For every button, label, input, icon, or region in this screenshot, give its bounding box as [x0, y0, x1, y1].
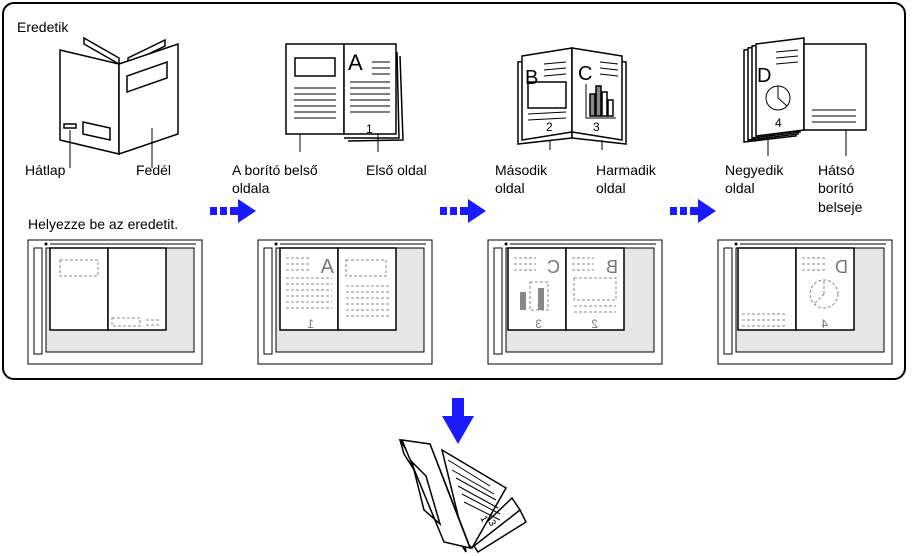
glass-number-3: 3: [535, 317, 542, 331]
first-page-label: Első oldal: [366, 162, 427, 178]
second-page-label-line1: Második: [495, 162, 548, 178]
page-letter-d: D: [757, 65, 771, 87]
glass-number-4: 4: [821, 317, 828, 331]
glass-number-1: 1: [307, 317, 314, 331]
booklet-spread-3-icon: [743, 37, 867, 156]
originals-label: Eredetik: [17, 19, 69, 35]
bar-chart-icon: [585, 84, 616, 119]
inside-front-cover-label-line2: oldala: [232, 180, 270, 196]
page-letter-b: B: [525, 67, 538, 89]
glass-letter-c: C: [547, 257, 560, 277]
back-cover-label: Hátlap: [25, 162, 66, 178]
booklet-number-1: 1: [477, 514, 490, 525]
inside-back-cover-label-line3: belseje: [818, 199, 863, 215]
glass-letter-a: A: [320, 256, 334, 278]
booklet-spread-1-icon: [285, 43, 404, 152]
steps-frame: [2, 2, 906, 380]
page-letter-a: A: [348, 50, 363, 75]
page-number-2: 2: [546, 120, 553, 134]
second-page-label-line2: oldal: [495, 180, 525, 196]
pie-chart-icon: [765, 85, 791, 111]
glass-letter-b: B: [606, 257, 618, 277]
scanner-glass-3: [487, 239, 663, 365]
scanner-glass-1: [27, 239, 203, 365]
scanner-glass-4: [717, 239, 893, 365]
down-arrow-icon: [442, 398, 474, 444]
place-originals-label: Helyezze be az eredetit.: [28, 216, 179, 232]
booklet-spread-2-icon: [517, 47, 627, 150]
third-page-label-line2: oldal: [596, 180, 626, 196]
finished-booklet-icon: [398, 439, 527, 554]
glass-letter-d: D: [835, 257, 848, 277]
page-letter-c: C: [578, 63, 592, 85]
fourth-page-label-line1: Negyedik: [725, 162, 784, 178]
page-number-3: 3: [593, 120, 600, 134]
inside-front-cover-label-line1: A borító belső: [232, 162, 318, 178]
inside-back-cover-label-line1: Hátsó: [818, 162, 855, 178]
booklet-number-3: 3: [485, 518, 498, 529]
inside-back-cover-label-line2: borító: [818, 180, 854, 196]
third-page-label-line1: Harmadik: [596, 162, 656, 178]
fourth-page-label-line2: oldal: [725, 180, 755, 196]
next-step-arrow-2-icon: [440, 199, 486, 223]
next-step-arrow-1-icon: [210, 199, 256, 223]
next-step-arrow-3-icon: [670, 199, 716, 223]
scanner-glass-2: [257, 239, 433, 365]
glass-number-2: 2: [591, 317, 598, 331]
booklet-cover-icon: [59, 36, 179, 168]
page-number-1: 1: [366, 122, 373, 136]
page-number-4: 4: [775, 116, 782, 130]
front-cover-label: Fedél: [136, 162, 172, 178]
